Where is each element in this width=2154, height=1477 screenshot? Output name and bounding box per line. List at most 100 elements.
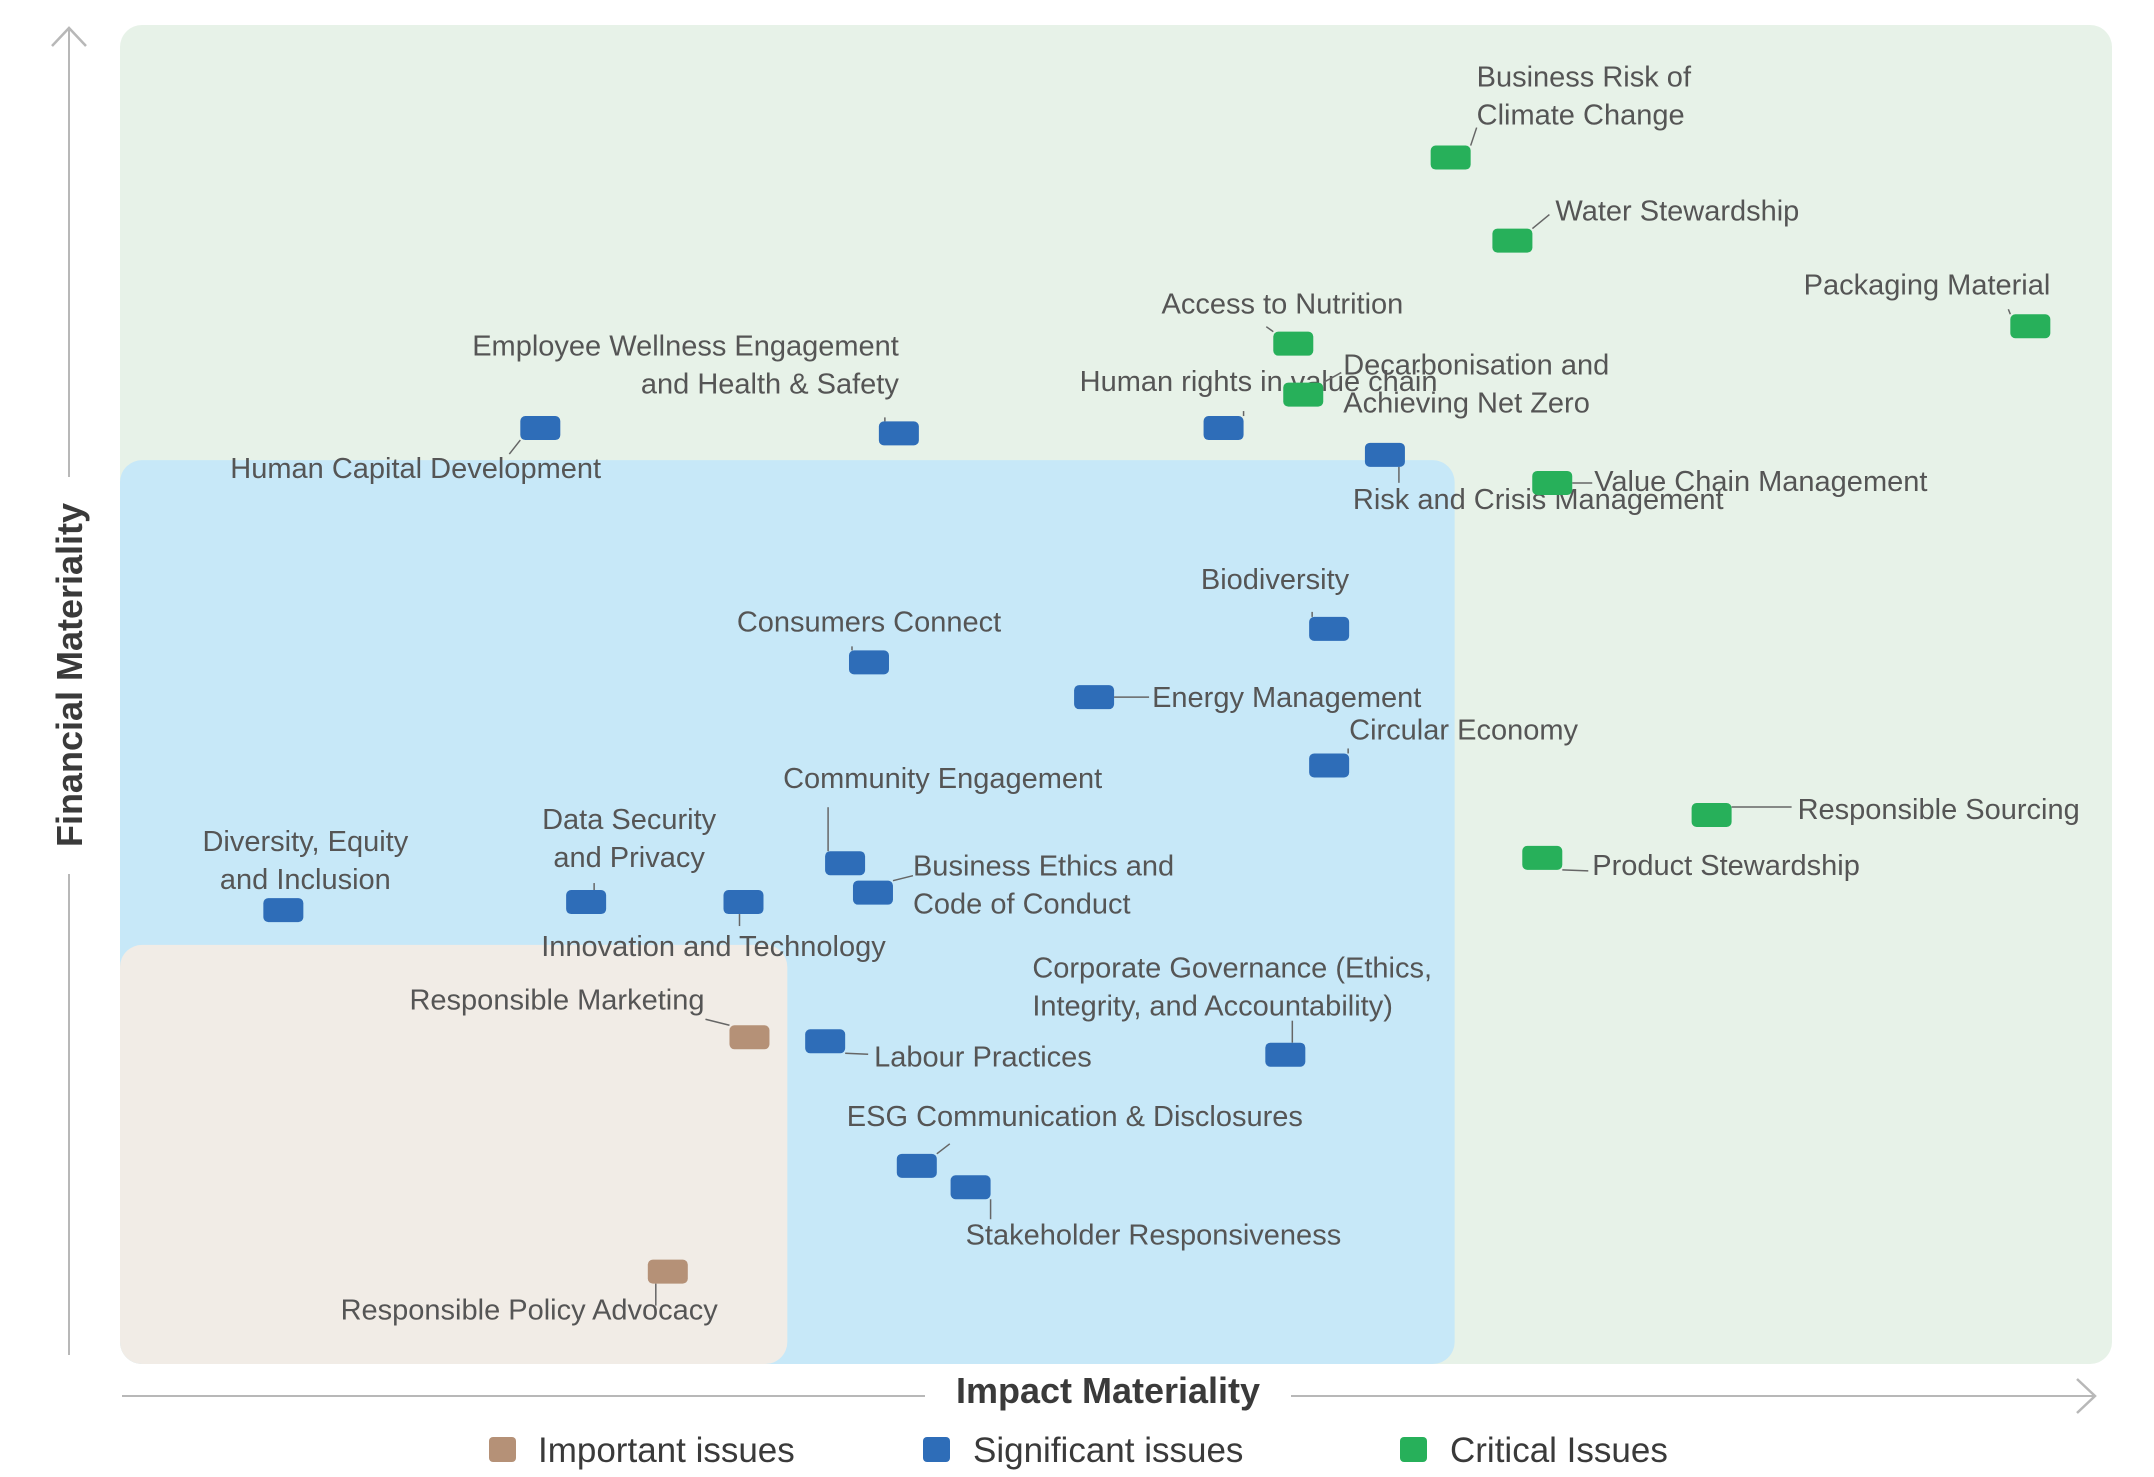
issue-marker	[1265, 1042, 1306, 1067]
leader-line	[508, 439, 521, 455]
issue-label: Responsible Marketing	[409, 984, 704, 1016]
issue-label: Business Risk of	[1477, 62, 1692, 94]
issue-label: Water Stewardship	[1555, 196, 1799, 228]
issue-stakeholder-responsiveness: Stakeholder Responsiveness	[950, 1175, 1342, 1251]
leader-line	[1322, 371, 1342, 384]
issue-marker	[1492, 228, 1533, 253]
issue-label: Responsible Sourcing	[1798, 794, 2080, 826]
issue-marker	[896, 1153, 937, 1178]
issue-human-rights-in-value-chain: Human rights in value chain	[1080, 366, 1438, 441]
issue-label: and Health & Safety	[641, 368, 899, 400]
issue-marker	[723, 890, 764, 915]
issue-marker	[950, 1175, 991, 1200]
issue-marker	[1309, 753, 1350, 778]
issue-marker	[1364, 442, 1405, 467]
leader-line	[845, 1052, 869, 1056]
issue-label: Employee Wellness Engagement	[472, 330, 899, 362]
issue-marker	[878, 421, 919, 446]
issue-corporate-governance-ethics-integrity-and-accountability: Corporate Governance (Ethics, Integrity, …	[1032, 953, 1432, 1067]
issue-esg-communication-disclosures: ESG Communication & Disclosures	[847, 1101, 1303, 1178]
issue-community-engagement: Community Engagement	[783, 763, 1102, 876]
leader-line	[892, 874, 914, 882]
issue-biodiversity: Biodiversity	[1201, 564, 1350, 641]
leader-line	[1562, 869, 1589, 872]
issue-marker	[805, 1029, 846, 1054]
issue-label: ESG Communication & Disclosures	[847, 1101, 1303, 1133]
issue-marker	[1203, 416, 1244, 441]
issue-value-chain-management: Value Chain Management	[1532, 466, 1927, 498]
issue-label: Climate Change	[1477, 100, 1685, 132]
issue-human-capital-development: Human Capital Development	[230, 416, 601, 485]
issue-label: Corporate Governance (Ethics,	[1032, 953, 1432, 985]
issue-label: Labour Practices	[874, 1041, 1092, 1073]
issue-responsible-marketing: Responsible Marketing	[409, 984, 770, 1050]
issue-business-risk-of-climate-change: Business Risk of Climate Change	[1430, 62, 1692, 170]
legend-item-critical: Critical Issues	[1400, 1431, 1668, 1470]
issue-label: Business Ethics and	[913, 851, 1174, 883]
issue-marker	[520, 416, 561, 441]
issue-product-stewardship: Product Stewardship	[1522, 845, 1860, 882]
issue-label: Product Stewardship	[1592, 850, 1860, 882]
issue-label: Human Capital Development	[230, 453, 601, 485]
issue-marker	[1691, 803, 1732, 828]
issue-label: Access to Nutrition	[1162, 289, 1404, 321]
issue-water-stewardship: Water Stewardship	[1492, 196, 1799, 253]
issue-marker	[729, 1025, 770, 1050]
issue-marker	[1074, 685, 1115, 710]
leader-line	[2007, 308, 2012, 315]
issue-circular-economy: Circular Economy	[1309, 714, 1578, 778]
issue-marker	[263, 898, 304, 923]
issue-marker	[566, 890, 607, 915]
issue-label: Diversity, Equity	[202, 826, 408, 858]
issue-marker	[1309, 616, 1350, 641]
zone-important	[120, 944, 788, 1364]
issue-responsible-sourcing: Responsible Sourcing	[1691, 794, 2080, 828]
issue-marker	[1283, 382, 1324, 407]
issue-marker	[647, 1259, 688, 1284]
issue-access-to-nutrition: Access to Nutrition	[1162, 289, 1404, 356]
issue-marker	[2010, 314, 2051, 339]
materiality-zones	[120, 25, 2112, 1364]
issue-label: Responsible Policy Advocacy	[341, 1295, 719, 1327]
y-axis-title: Financial Materiality	[49, 503, 90, 847]
legend-label-critical: Critical Issues	[1450, 1431, 1668, 1470]
issue-label: Value Chain Management	[1594, 466, 1927, 498]
issue-label: Integrity, and Accountability)	[1032, 991, 1393, 1023]
legend-item-important: Important issues	[489, 1431, 795, 1470]
issue-label: Human rights in value chain	[1080, 366, 1438, 398]
issue-label: and Privacy	[553, 842, 705, 874]
legend: Important issues Significant issues Crit…	[489, 1431, 1668, 1470]
issue-employee-wellness-engagement-and-health-safety: Employee Wellness Engagement and Health &…	[472, 330, 919, 446]
legend-label-important: Important issues	[538, 1431, 795, 1470]
issue-label: Stakeholder Responsiveness	[966, 1219, 1342, 1251]
issue-innovation-and-technology: Innovation and Technology	[541, 890, 886, 963]
issue-marker	[825, 851, 866, 876]
leader-line	[936, 1143, 951, 1155]
issue-label: Data Security	[542, 804, 717, 836]
issue-consumers-connect: Consumers Connect	[737, 606, 1001, 675]
issue-label: Packaging Material	[1804, 269, 2051, 301]
issue-labour-practices: Labour Practices	[805, 1029, 1092, 1073]
leader-line	[1469, 127, 1478, 146]
x-axis-title: Impact Materiality	[956, 1370, 1260, 1411]
leader-line	[705, 1018, 730, 1027]
issue-label: Decarbonisation and	[1343, 350, 1609, 382]
issue-packaging-material: Packaging Material	[1804, 269, 2051, 339]
issue-marker	[852, 880, 893, 905]
issue-label: Biodiversity	[1201, 564, 1350, 596]
x-axis: Impact Materiality	[122, 1370, 2097, 1414]
issue-energy-management: Energy Management	[1074, 682, 1421, 714]
issue-label: Community Engagement	[783, 763, 1102, 795]
issue-label: Consumers Connect	[737, 606, 1001, 638]
legend-swatch-critical	[1400, 1437, 1427, 1462]
legend-swatch-important	[489, 1437, 516, 1462]
issue-marker	[1532, 470, 1573, 495]
legend-item-significant: Significant issues	[923, 1431, 1243, 1470]
issue-label: Innovation and Technology	[541, 931, 886, 963]
y-axis: Financial Materiality	[49, 26, 90, 1355]
issue-label: Achieving Net Zero	[1343, 388, 1590, 420]
